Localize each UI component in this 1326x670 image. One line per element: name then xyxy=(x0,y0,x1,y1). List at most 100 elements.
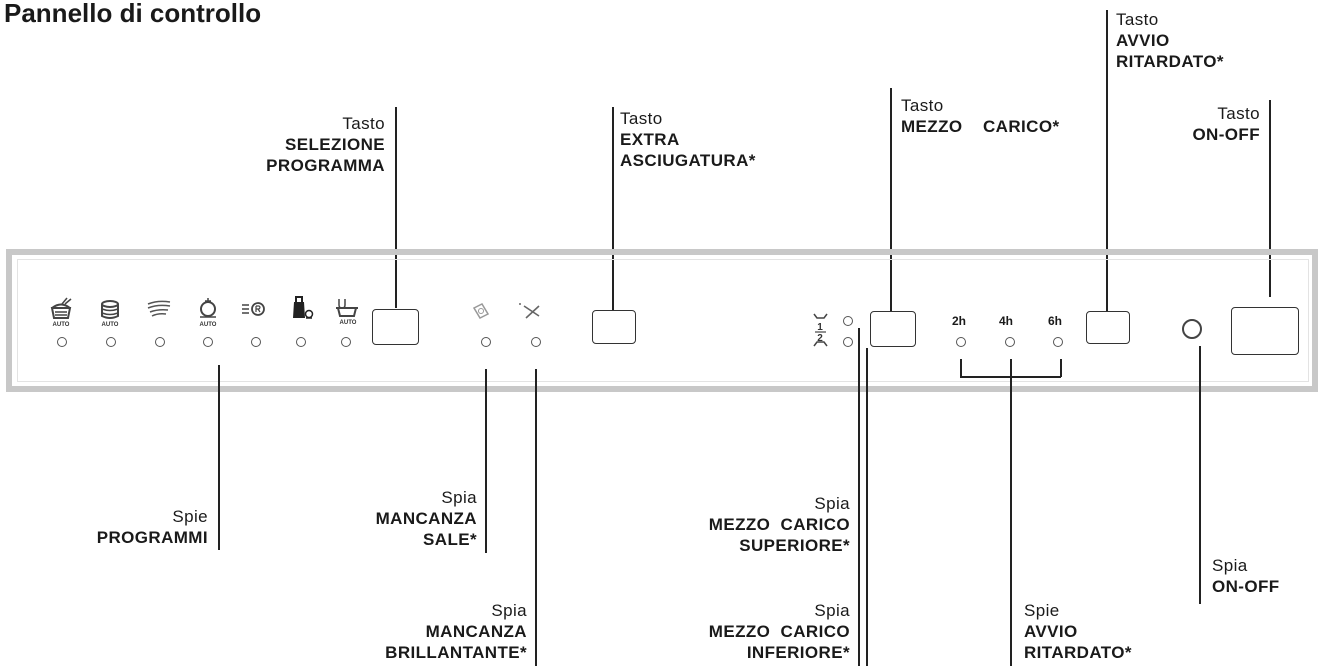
callout-tasto-selezione-programma: Tasto SELEZIONE PROGRAMMA xyxy=(190,113,385,176)
leader-line xyxy=(1269,100,1271,297)
program-led-3 xyxy=(155,337,165,347)
callout-lead: Spie xyxy=(1024,601,1060,620)
callout-lead: Tasto xyxy=(342,114,385,133)
callout-lead: Spia xyxy=(441,488,477,507)
callout-main: RITARDATO* xyxy=(1024,643,1132,662)
leader-line xyxy=(858,328,860,666)
half-load-upper-led xyxy=(843,316,853,326)
callout-tasto-on-off: Tasto ON-OFF xyxy=(1150,103,1260,145)
program-led-2 xyxy=(106,337,116,347)
callout-main: EXTRA xyxy=(620,130,680,149)
leader-line xyxy=(485,369,487,553)
delay-2h-led xyxy=(956,337,966,347)
salt-icon xyxy=(468,300,494,326)
callout-main: MEZZO CARICO xyxy=(708,515,850,534)
callout-main: SALE* xyxy=(423,530,477,549)
callout-main: SUPERIORE* xyxy=(739,536,850,555)
callout-lead: Tasto xyxy=(1116,10,1159,29)
callout-tasto-mezzo-carico: Tasto MEZZO CARICO* xyxy=(901,95,1101,137)
callout-main: PROGRAMMI xyxy=(96,528,208,547)
callout-spia-mancanza-sale: Spia MANCANZA SALE* xyxy=(300,487,477,550)
callout-tasto-extra-asciugatura: Tasto EXTRA ASCIUGATURA* xyxy=(620,108,820,171)
callout-spie-avvio-ritardato: Spie AVVIO RITARDATO* xyxy=(1024,600,1194,663)
callout-lead: Spia xyxy=(814,601,850,620)
leader-line xyxy=(535,369,537,666)
program-led-5 xyxy=(251,337,261,347)
callout-main: AVVIO xyxy=(1024,622,1078,641)
control-panel-face xyxy=(17,259,1309,382)
callout-main: AVVIO xyxy=(1116,31,1170,50)
delay-start-button[interactable] xyxy=(1086,311,1130,344)
callout-main: MANCANZA xyxy=(425,622,527,641)
leader-line xyxy=(1106,10,1108,314)
half-load-button[interactable] xyxy=(870,311,916,347)
callout-main: ON-OFF xyxy=(1192,125,1260,144)
leader-line xyxy=(866,348,868,666)
callout-main: BRILLANTANTE* xyxy=(385,643,527,662)
callout-spia-on-off: Spia ON-OFF xyxy=(1212,555,1322,597)
delay-6h-label: 6h xyxy=(1048,314,1063,328)
normal-auto-icon: AUTO xyxy=(95,296,125,328)
delay-4h-led xyxy=(1005,337,1015,347)
callout-tasto-avvio-ritardato: Tasto AVVIO RITARDATO* xyxy=(1116,9,1286,72)
callout-main: INFERIORE* xyxy=(746,643,850,662)
callout-main: ASCIUGATURA* xyxy=(620,151,756,170)
callout-main: MEZZO CARICO xyxy=(708,622,850,641)
callout-main: SELEZIONE xyxy=(285,135,385,154)
leader-line xyxy=(890,88,892,315)
lower-rack-mark: 2 xyxy=(817,333,823,344)
baby-care-icon xyxy=(286,294,316,326)
upper-rack-mark: 1 xyxy=(817,322,823,333)
select-program-button[interactable] xyxy=(372,309,419,345)
callout-spia-mancanza-brillantante: Spia MANCANZA BRILLANTANTE* xyxy=(330,600,527,663)
auto-label: AUTO xyxy=(200,322,217,328)
callout-lead: Spie xyxy=(172,507,208,526)
callout-spie-programmi: Spie PROGRAMMI xyxy=(40,506,208,548)
crystal-auto-icon: AUTO xyxy=(332,295,362,327)
salt-led xyxy=(481,337,491,347)
leader-line xyxy=(218,365,220,550)
half-load-icon: 1 2 xyxy=(808,308,838,350)
eco-auto-icon: AUTO xyxy=(193,296,223,328)
callout-spia-mezzo-carico-superiore: Spia MEZZO CARICO SUPERIORE* xyxy=(640,493,850,556)
callout-spia-mezzo-carico-inferiore: Spia MEZZO CARICO INFERIORE* xyxy=(640,600,850,663)
callout-main: ON-OFF xyxy=(1212,577,1280,596)
callout-main: MEZZO CARICO* xyxy=(901,117,1060,136)
leader-line xyxy=(612,107,614,310)
power-button[interactable] xyxy=(1231,307,1299,355)
bracket-line xyxy=(1060,359,1062,377)
control-panel-frame xyxy=(6,249,1318,392)
callout-lead: Tasto xyxy=(901,96,944,115)
program-led-7 xyxy=(341,337,351,347)
leader-line xyxy=(395,107,397,308)
callout-main: MANCANZA xyxy=(375,509,477,528)
rinse-aid-led xyxy=(531,337,541,347)
callout-main: PROGRAMMA xyxy=(266,156,385,175)
callout-main: RITARDATO* xyxy=(1116,52,1224,71)
program-led-1 xyxy=(57,337,67,347)
callout-lead: Spia xyxy=(814,494,850,513)
callout-lead: Spia xyxy=(1212,556,1248,575)
auto-label: AUTO xyxy=(340,320,357,326)
rinse-aid-icon xyxy=(517,300,547,326)
leader-line xyxy=(1199,346,1201,604)
intensive-auto-icon: AUTO xyxy=(46,296,76,328)
rinse-icon xyxy=(240,296,270,328)
program-led-4 xyxy=(203,337,213,347)
callout-lead: Spia xyxy=(491,601,527,620)
bracket-line xyxy=(960,359,962,377)
half-load-lower-led xyxy=(843,337,853,347)
leader-line xyxy=(1010,359,1012,666)
program-led-6 xyxy=(296,337,306,347)
power-led xyxy=(1182,319,1202,339)
delay-4h-label: 4h xyxy=(999,314,1014,328)
page-title: Pannello di controllo xyxy=(4,0,262,28)
delay-6h-led xyxy=(1053,337,1063,347)
auto-label: AUTO xyxy=(53,322,70,328)
callout-lead: Tasto xyxy=(1217,104,1260,123)
extra-drying-button[interactable] xyxy=(592,310,636,344)
callout-lead: Tasto xyxy=(620,109,663,128)
delay-2h-label: 2h xyxy=(952,314,967,328)
auto-label: AUTO xyxy=(102,322,119,328)
quick-wash-icon xyxy=(144,296,174,328)
